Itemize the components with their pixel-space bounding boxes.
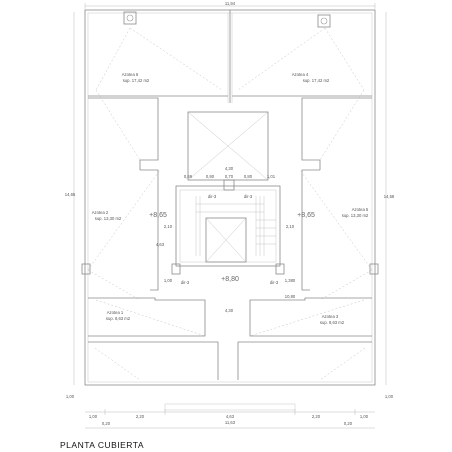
dim-center-3: 0,70 xyxy=(225,174,234,179)
level-center: +8,80 xyxy=(221,276,239,283)
side-drains xyxy=(81,263,379,275)
dim-right-bottom: 1,00 xyxy=(385,394,394,399)
level-left: +8,65 xyxy=(149,212,167,219)
zone-azotea-6 xyxy=(88,27,228,170)
level-right: +8,65 xyxy=(297,212,315,219)
dim-left-small: 1,00 xyxy=(164,278,173,283)
central-core xyxy=(175,111,281,267)
dim-bottom-sub-1: 0,20 xyxy=(102,421,111,426)
dim-bottom-seg-4: 2,20 xyxy=(312,414,321,419)
zone-5-name: Azotea 5 xyxy=(352,207,369,212)
dim-left-side-1: 2,10 xyxy=(164,224,173,229)
zone-azotea-4 xyxy=(232,27,372,170)
dim-left-bottom: 1,00 xyxy=(66,394,75,399)
stair-steps xyxy=(195,196,276,256)
zone-4-area: sup. 17,42 m2 xyxy=(303,78,330,83)
dim-left-side-2: 4,63 xyxy=(156,242,165,247)
zone-1-area: sup. 8,63 m2 xyxy=(106,316,131,321)
dim-bottom-seg-5: 1,00 xyxy=(360,414,369,419)
zone-azotea-1 xyxy=(88,297,206,337)
dim-stair-width-lower: 4,30 xyxy=(225,308,234,313)
zone-azotea-2 xyxy=(87,169,161,301)
dim-center-2: 0,90 xyxy=(206,174,215,179)
dim-bottom-sub-2: 0,20 xyxy=(344,421,353,426)
slope-center-right: dir-3 xyxy=(244,194,253,199)
dim-center-1: 0,69 xyxy=(184,174,193,179)
zone-2-name: Azotea 2 xyxy=(92,210,109,215)
zone-4-name: Azotea 4 xyxy=(292,72,309,77)
zone-azotea-3 xyxy=(249,297,372,337)
dim-top-total: 11,94 xyxy=(225,1,236,6)
slope-right: dir-3 xyxy=(270,280,279,285)
bottom-balcony xyxy=(88,341,372,411)
zone-6-name: Azotea 6 xyxy=(122,72,139,77)
dim-bottom-seg-1: 1,00 xyxy=(89,414,98,419)
dim-center-4: 0,80 xyxy=(244,174,253,179)
building-outline xyxy=(84,9,376,386)
dim-left-total: 14,65 xyxy=(65,192,76,197)
dim-bottom-total: 11,63 xyxy=(225,420,236,425)
zone-3-name: Azotea 3 xyxy=(322,314,339,319)
zone-azotea-5 xyxy=(299,169,373,301)
dim-right-low: 10,80 xyxy=(285,294,296,299)
drain-top-left xyxy=(123,11,137,25)
zone-5-area: sup. 13,30 m2 xyxy=(342,213,369,218)
zone-6-area: sup. 17,42 m2 xyxy=(123,78,150,83)
dimension-lines xyxy=(73,3,387,429)
dim-right-side-1: 2,10 xyxy=(286,224,295,229)
dim-bottom-seg-2: 2,20 xyxy=(136,414,145,419)
dim-right-total: 14,58 xyxy=(384,194,395,199)
dim-bottom-seg-3: 4,63 xyxy=(226,414,235,419)
zone-3-area: sup. 8,63 m2 xyxy=(320,320,345,325)
plan-title: PLANTA CUBIERTA xyxy=(60,440,145,450)
zone-1-name: Azotea 1 xyxy=(107,310,124,315)
dim-right-small: 1,380 xyxy=(285,278,296,283)
slope-left: dir-3 xyxy=(181,280,190,285)
zone-2-area: sup. 13,30 m2 xyxy=(95,216,122,221)
slope-center-left: dir-3 xyxy=(208,194,217,199)
dim-center-5: 1,01 xyxy=(267,174,276,179)
dim-stair-width: 4,30 xyxy=(225,166,234,171)
drain-top-right xyxy=(317,14,331,28)
